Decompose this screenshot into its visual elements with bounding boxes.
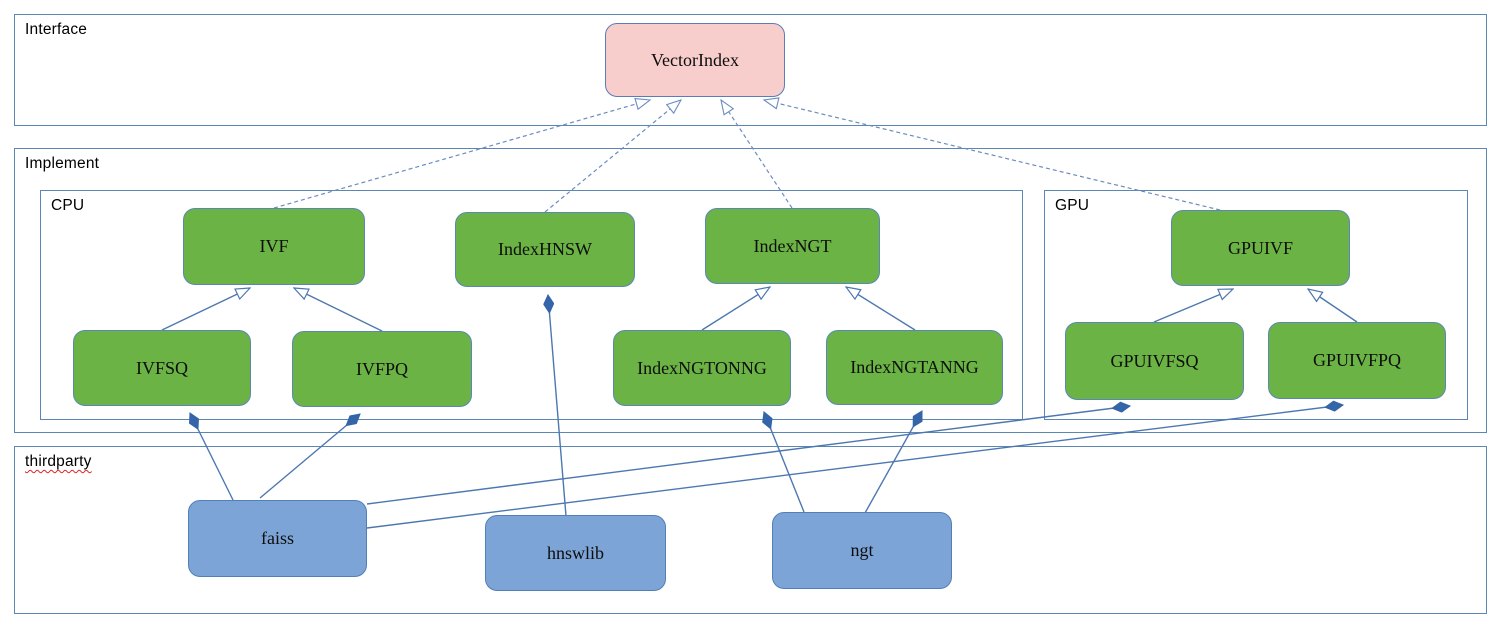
- thirdparty-label: thirdparty: [25, 453, 92, 470]
- node-indexngtanng-label: IndexNGTANNG: [850, 357, 979, 377]
- edge-ngt-to-indexngtonng: [764, 412, 805, 513]
- edge-indexngtanng-to-indexngt: [846, 287, 916, 331]
- gpu-label: GPU: [1055, 197, 1090, 214]
- node-indexhnsw-label: IndexHNSW: [498, 239, 592, 259]
- cpu-label: CPU: [51, 197, 85, 214]
- node-gpuivfsq-label: GPUIVFSQ: [1110, 350, 1199, 371]
- edge-faiss-to-gpuivfsq: [366, 406, 1130, 505]
- gpu-container: GPU: [1044, 190, 1468, 420]
- interface-container: Interface: [14, 14, 1487, 126]
- node-indexhnsw: IndexHNSW: [455, 212, 635, 287]
- implement-label: Implement: [25, 155, 100, 172]
- edge-gpuivf-to-vectorindex: [764, 100, 1221, 211]
- node-vectorindex: VectorIndex: [605, 23, 785, 97]
- edge-gpuivfsq-to-gpuivf: [1153, 288, 1233, 323]
- node-indexngtanng: IndexNGTANNG: [826, 330, 1003, 405]
- node-ivfpq: IVFPQ: [292, 331, 472, 407]
- edge-ivf-to-vectorindex: [273, 100, 650, 209]
- node-indexngt: IndexNGT: [705, 208, 880, 284]
- edge-faiss-to-gpuivfpq: [366, 405, 1343, 529]
- node-ivfpq-label: IVFPQ: [355, 358, 408, 379]
- node-hnswlib: hnswlib: [485, 515, 666, 591]
- edge-gpuivfpq-to-gpuivf: [1308, 289, 1358, 323]
- edge-faiss-to-ivfsq: [190, 413, 234, 501]
- node-indexngtonng: IndexNGTONNG: [613, 330, 791, 406]
- node-gpuivf-label: GPUIVF: [1227, 237, 1293, 258]
- node-faiss: faiss: [188, 500, 367, 577]
- node-ivfsq: IVFSQ: [73, 330, 251, 406]
- node-gpuivfpq: GPUIVFPQ: [1268, 322, 1446, 399]
- edge-faiss-to-ivfpq: [259, 414, 360, 499]
- edge-ivfpq-to-ivf: [294, 288, 383, 332]
- node-indexngtonng-label: IndexNGTONNG: [637, 357, 767, 378]
- node-vectorindex-label: VectorIndex: [651, 49, 739, 70]
- edge-ngt-to-indexngtanng: [864, 411, 923, 514]
- node-gpuivfpq-label: GPUIVFPQ: [1312, 350, 1402, 370]
- node-gpuivfsq: GPUIVFSQ: [1065, 322, 1244, 400]
- thirdparty-container: thirdparty: [14, 446, 1487, 614]
- node-ivfsq-label: IVFSQ: [135, 357, 188, 378]
- edge-indexhnsw-to-vectorindex: [544, 100, 681, 213]
- node-ivf: IVF: [183, 208, 365, 285]
- node-ngt: ngt: [772, 512, 952, 589]
- edge-indexngt-to-vectorindex: [721, 100, 793, 209]
- node-hnswlib-label: hnswlib: [546, 542, 604, 563]
- cpu-container: CPU: [40, 190, 1023, 420]
- node-indexngt-label: IndexNGT: [753, 235, 832, 256]
- node-ngt-label: ngt: [850, 540, 874, 560]
- node-gpuivf: GPUIVF: [1171, 210, 1350, 286]
- implement-container: Implement: [14, 148, 1487, 433]
- node-faiss-label: faiss: [261, 528, 294, 548]
- edge-hnswlib-to-indexhnsw: [548, 295, 567, 517]
- node-ivf-label: IVF: [259, 236, 289, 256]
- interface-label: Interface: [25, 21, 88, 38]
- edge-ivfsq-to-ivf: [161, 288, 250, 331]
- edge-indexngtonng-to-indexngt: [701, 287, 770, 331]
